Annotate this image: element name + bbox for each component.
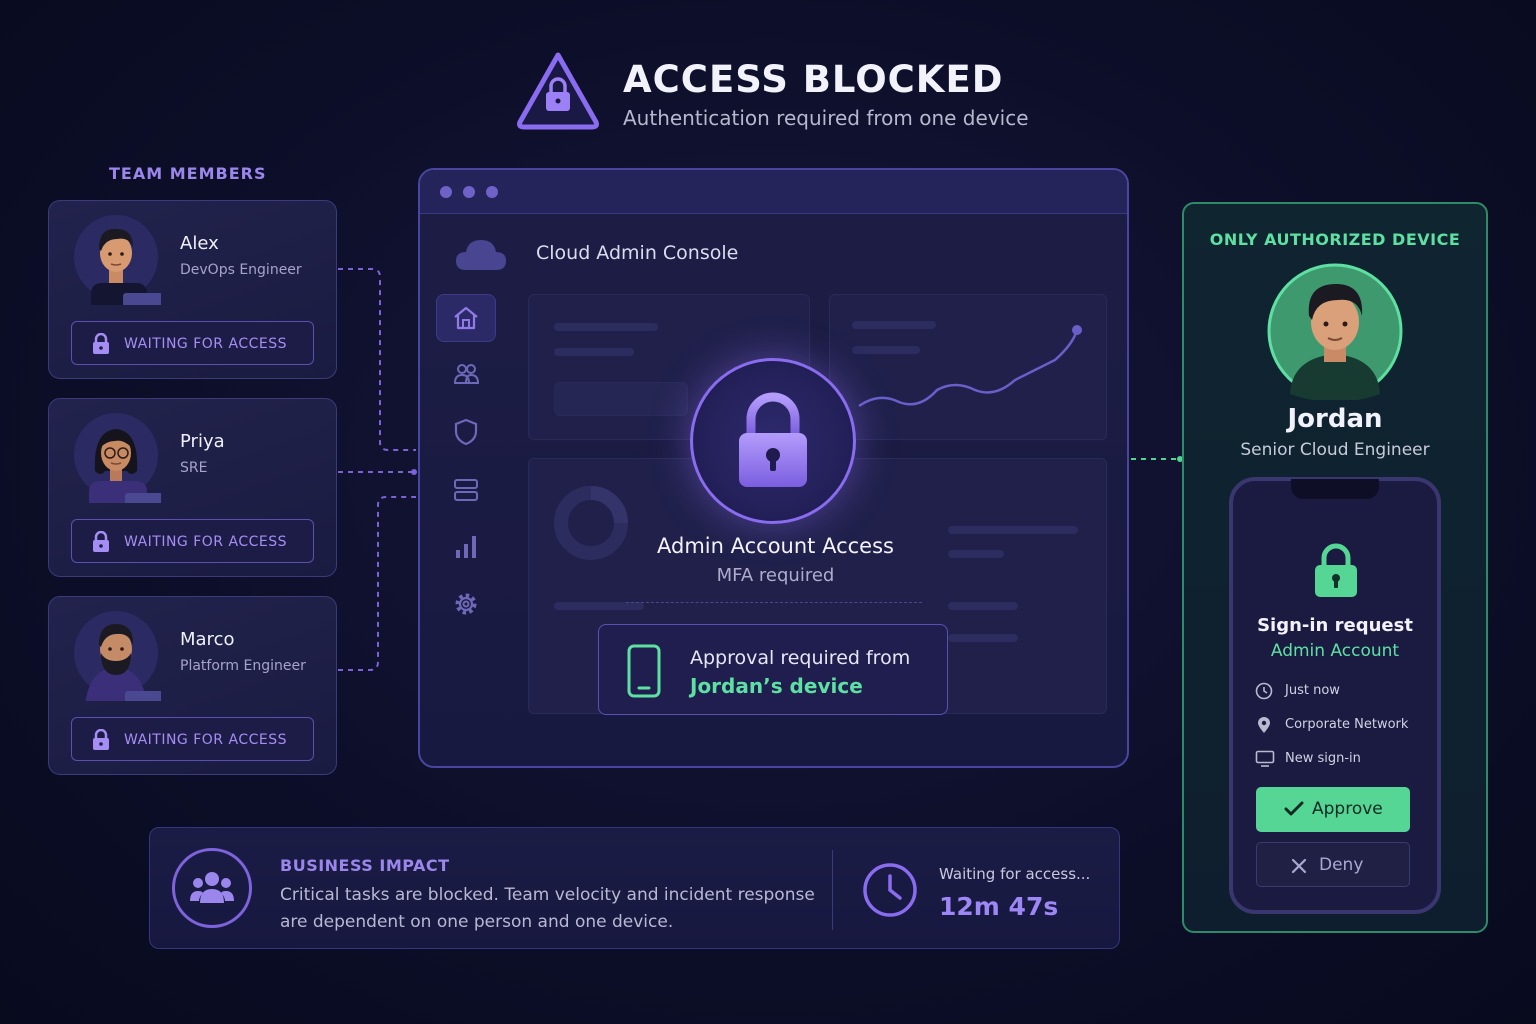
approve-button[interactable]: Approve <box>1256 787 1410 832</box>
server-icon <box>454 479 478 501</box>
waiting-status-text: WAITING FOR ACCESS <box>124 732 287 748</box>
team-icon <box>190 872 234 903</box>
smartphone-icon <box>627 644 661 698</box>
placeholder-line <box>948 634 1018 642</box>
divider <box>626 602 922 603</box>
signin-detail-text: Just now <box>1285 683 1340 698</box>
member-role: Platform Engineer <box>180 658 306 674</box>
waiting-status-badge: WAITING FOR ACCESS <box>71 717 314 761</box>
padlock-icon <box>739 392 807 487</box>
location-pin-icon <box>1258 717 1270 733</box>
placeholder-line <box>948 602 1018 610</box>
sidebar-item-users[interactable] <box>436 350 496 398</box>
authorized-device-panel: ONLY AUTHORIZED DEVICE Jordan Senior Clo… <box>1182 202 1488 933</box>
lock-icon <box>93 531 109 552</box>
signin-request-account: Admin Account <box>1270 641 1400 661</box>
member-role: SRE <box>180 460 208 476</box>
member-card-marco[interactable]: Marco Platform Engineer WAITING FOR ACCE… <box>48 596 337 775</box>
placeholder-line <box>554 323 658 331</box>
lock-icon <box>1315 543 1357 597</box>
placeholder-line <box>948 550 1004 558</box>
signin-request-title: Sign-in request <box>1257 615 1413 636</box>
authorized-user-role: Senior Cloud Engineer <box>1240 440 1430 460</box>
placeholder-line <box>852 321 936 329</box>
waiting-status-text: WAITING FOR ACCESS <box>124 534 287 550</box>
clock-icon <box>1255 682 1273 700</box>
sidebar-item-home[interactable] <box>436 294 496 342</box>
avatar <box>74 215 161 305</box>
dashboard-card <box>829 294 1107 440</box>
placeholder-line <box>554 348 634 356</box>
gear-icon <box>455 593 477 615</box>
waiting-status-badge: WAITING FOR ACCESS <box>71 519 314 563</box>
approval-required-box: Approval required from Jordan’s device <box>598 624 948 715</box>
placeholder-line <box>554 602 644 610</box>
member-card-alex[interactable]: Alex DevOps Engineer WAITING FOR ACCESS <box>48 200 337 379</box>
window-dot[interactable] <box>440 186 452 198</box>
divider <box>832 850 833 930</box>
lock-badge <box>690 358 856 524</box>
team-members-label: TEAM MEMBERS <box>109 164 267 183</box>
trend-line-chart <box>858 325 1082 408</box>
clock-icon <box>863 863 917 917</box>
window-titlebar <box>420 170 1127 214</box>
team-icon-circle <box>172 848 252 928</box>
member-name: Priya <box>180 431 225 452</box>
window-dot[interactable] <box>486 186 498 198</box>
signin-detail-text: New sign-in <box>1285 751 1361 766</box>
placeholder-line <box>852 346 920 354</box>
deny-button[interactable]: Deny <box>1256 842 1410 887</box>
lock-icon <box>93 333 109 354</box>
home-icon <box>454 306 478 330</box>
avatar <box>1267 263 1403 400</box>
window-dot[interactable] <box>463 186 475 198</box>
avatar <box>74 413 161 503</box>
signin-detail-text: Corporate Network <box>1285 717 1409 732</box>
approve-label: Approve <box>1312 799 1383 819</box>
business-impact-label: BUSINESS IMPACT <box>280 856 450 875</box>
lock-icon <box>93 729 109 750</box>
phone-mockup: Sign-in request Admin Account Just now C… <box>1229 477 1441 914</box>
close-icon <box>1291 858 1307 874</box>
waiting-status-badge: WAITING FOR ACCESS <box>71 321 314 365</box>
phone-notch <box>1291 479 1379 499</box>
member-card-priya[interactable]: Priya SRE WAITING FOR ACCESS <box>48 398 337 577</box>
member-name: Marco <box>180 629 235 650</box>
business-impact-text: Critical tasks are blocked. Team velocit… <box>280 885 815 932</box>
monitor-icon <box>1255 750 1275 767</box>
users-icon <box>453 364 480 384</box>
approval-device-text: Jordan’s device <box>690 674 863 698</box>
waiting-label: Waiting for access... <box>939 865 1091 883</box>
authorized-user-name: Jordan <box>1287 404 1383 434</box>
sidebar-item-security[interactable] <box>436 408 496 456</box>
avatar <box>74 611 161 701</box>
sidebar-item-analytics[interactable] <box>436 522 496 570</box>
sidebar-item-servers[interactable] <box>436 466 496 514</box>
chart-icon <box>456 536 476 558</box>
sidebar-item-settings[interactable] <box>436 580 496 628</box>
business-impact-panel: BUSINESS IMPACT Critical tasks are block… <box>149 827 1120 949</box>
placeholder-button <box>554 382 688 416</box>
waiting-timer: 12m 47s <box>939 892 1059 921</box>
checkmark-icon <box>1284 801 1304 816</box>
authorized-device-label: ONLY AUTHORIZED DEVICE <box>1209 230 1461 249</box>
mfa-required-text: MFA required <box>716 565 835 586</box>
member-role: DevOps Engineer <box>180 262 302 278</box>
cloud-icon <box>456 240 506 270</box>
approval-text: Approval required from <box>690 647 911 669</box>
placeholder-line <box>948 526 1078 534</box>
page-subtitle: Authentication required from one device <box>623 106 1029 130</box>
admin-access-title: Admin Account Access <box>657 534 894 558</box>
shield-icon <box>454 418 478 446</box>
waiting-status-text: WAITING FOR ACCESS <box>124 336 287 352</box>
cloud-admin-console-window: Cloud Admin Console <box>418 168 1129 768</box>
member-name: Alex <box>180 233 219 254</box>
page-title: ACCESS BLOCKED <box>623 58 1004 101</box>
warning-lock-icon <box>517 52 599 130</box>
deny-label: Deny <box>1319 855 1364 875</box>
donut-chart <box>554 486 628 560</box>
console-title: Cloud Admin Console <box>536 242 739 264</box>
